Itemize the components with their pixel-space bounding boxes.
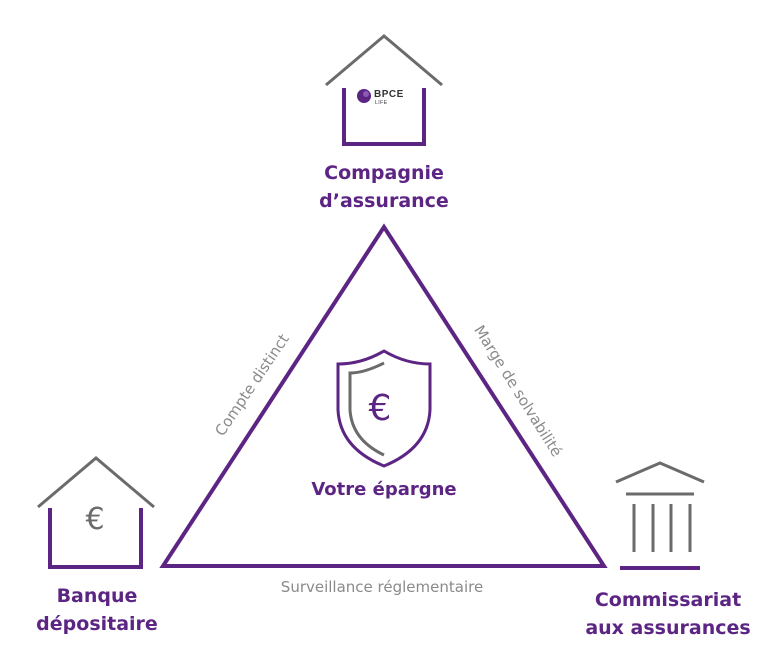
node-label-banque: Banque dépositaire bbox=[0, 582, 194, 638]
bpce-logo-text: BPCE bbox=[374, 89, 404, 100]
node-label-line: d’assurance bbox=[319, 190, 449, 212]
node-label-line: aux assurances bbox=[585, 617, 751, 639]
node-label-commissariat: Commissariat aux assurances bbox=[568, 586, 768, 642]
node-label-compagnie: Compagnie d’assurance bbox=[284, 159, 484, 215]
triangle bbox=[159, 223, 608, 568]
house-icon bbox=[325, 34, 443, 146]
shield-euro-icon bbox=[336, 349, 432, 468]
node-label-line: Banque bbox=[56, 585, 138, 607]
bpce-logo-subtext: LIFE bbox=[375, 100, 388, 106]
institution-columns-icon bbox=[615, 461, 705, 570]
node-label-line: Compagnie bbox=[324, 162, 444, 184]
node-label-line: dépositaire bbox=[36, 613, 158, 635]
euro-symbol-center: € bbox=[369, 388, 392, 429]
house-euro-icon bbox=[37, 456, 155, 569]
node-label-line: Commissariat bbox=[594, 589, 742, 611]
edge-label-bottom: Surveillance réglementaire bbox=[280, 578, 484, 596]
euro-symbol-left: € bbox=[85, 502, 104, 537]
center-label: Votre épargne bbox=[311, 479, 457, 500]
